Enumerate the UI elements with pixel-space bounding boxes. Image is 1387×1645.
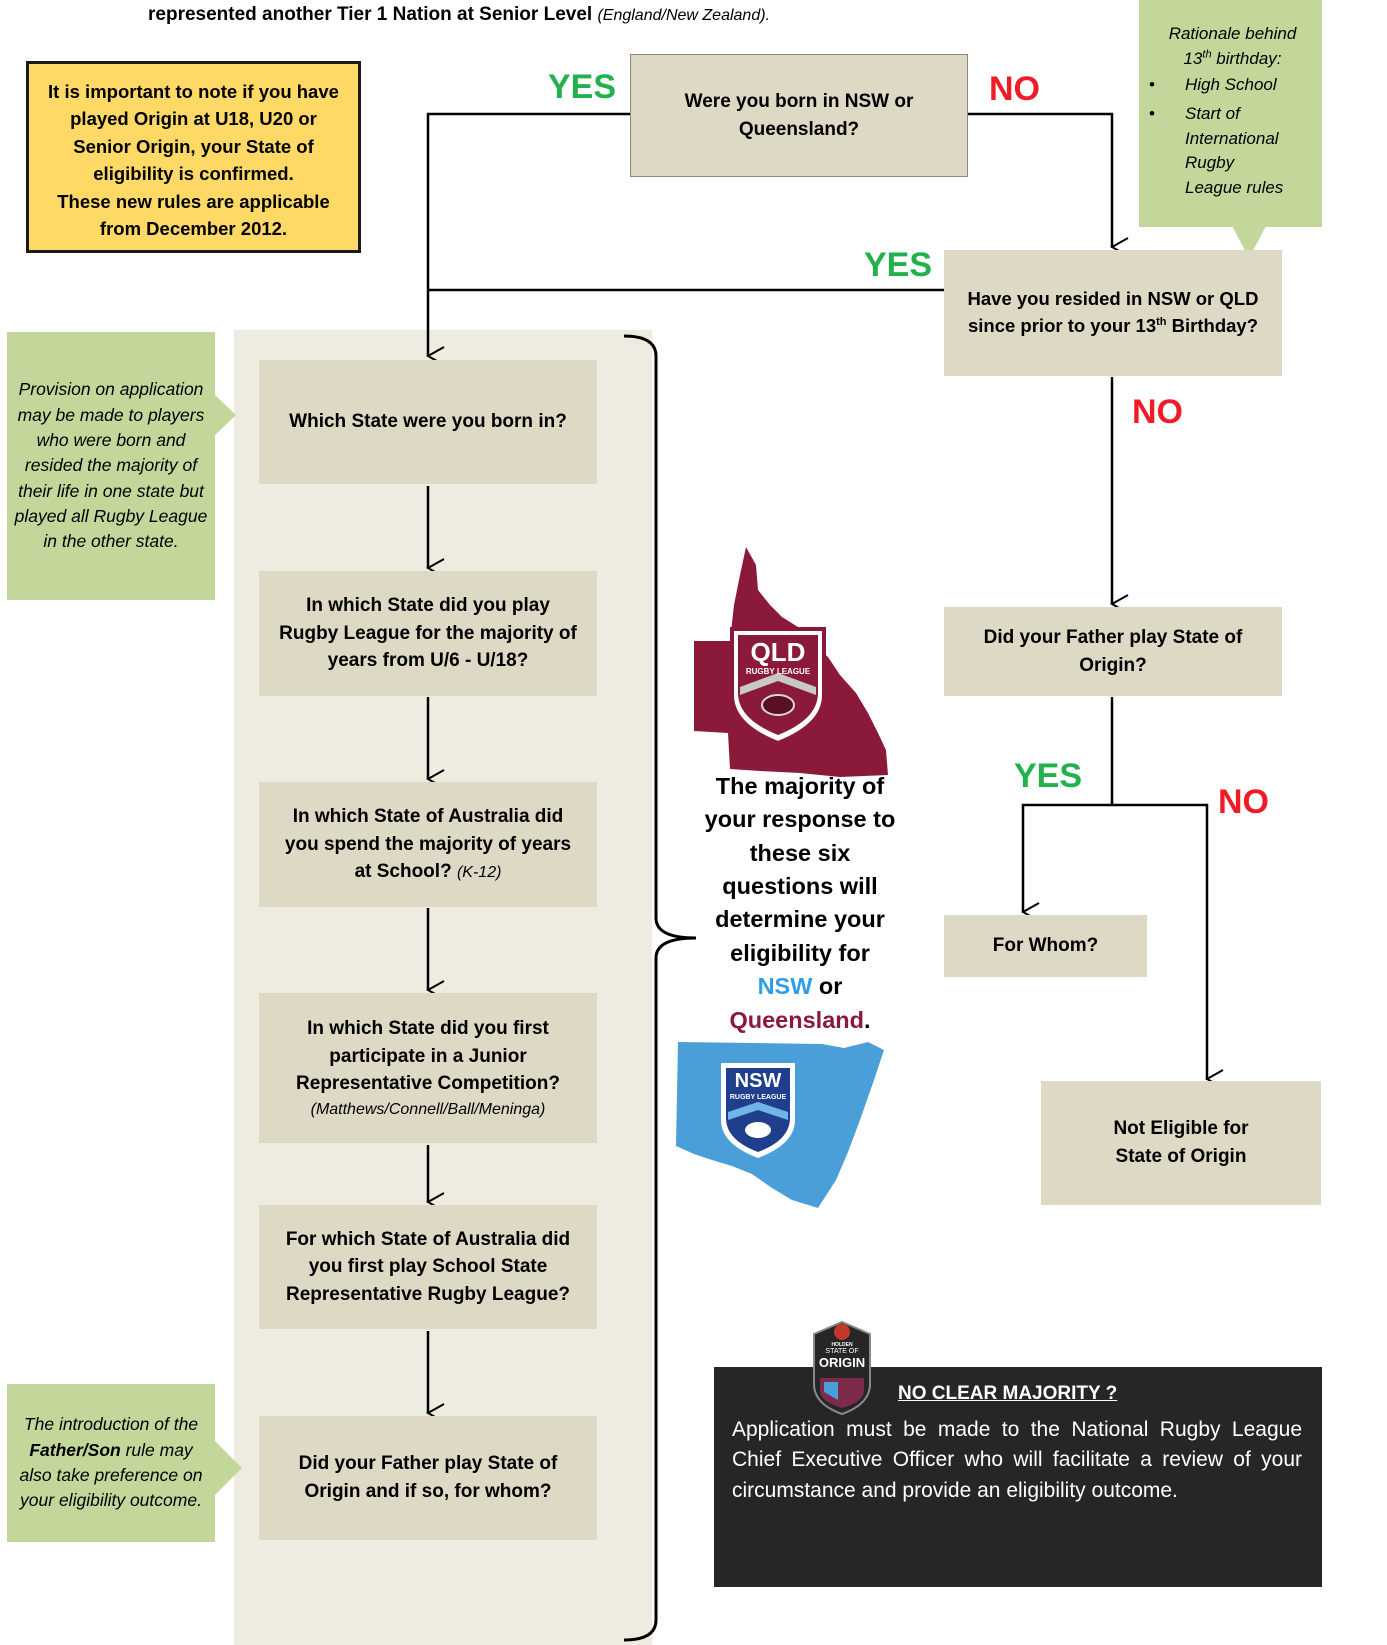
origin-shield-icon — [813, 1320, 871, 1416]
nsw-shield-icon — [721, 1063, 795, 1158]
no-majority-title: NO CLEAR MAJORITY ? — [898, 1383, 1118, 1404]
nsw-logo: NSW RUGBY LEAGUE — [718, 1060, 798, 1160]
label-no-born: NO — [989, 70, 1040, 108]
rationale-item: •High School — [1149, 75, 1277, 95]
label-no-resided: NO — [1132, 393, 1183, 431]
arrow-yes-father — [1023, 803, 1112, 912]
qld-shield-icon — [730, 627, 826, 746]
qld-logo-subtitle: RUGBY LEAGUE — [745, 667, 811, 676]
rationale-note: Rationale behind 13th birthday: •High Sc… — [1139, 0, 1322, 227]
header-main: represented another Tier 1 Nation at Sen… — [148, 4, 593, 25]
arrow-no-father — [1112, 803, 1207, 1079]
state-of-origin-logo: HOLDEN STATE OF ORIGIN — [810, 1320, 874, 1416]
not-eligible-box: Not Eligible for State of Origin — [1041, 1081, 1321, 1205]
question-6-box: Did your Father play State of Origin and… — [259, 1416, 597, 1540]
header-italic: (England/New Zealand). — [597, 7, 770, 24]
origin-logo-line2: STATE OF — [825, 1348, 859, 1355]
question-4-box: In which State did you first participate… — [259, 993, 597, 1143]
rationale-item: •Start of International Rugby League rul… — [1149, 103, 1284, 197]
qld-logo: QLD RUGBY LEAGUE — [728, 625, 828, 746]
label-yes-resided: YES — [864, 246, 933, 284]
qld-logo-title: QLD — [750, 637, 806, 667]
brace — [623, 334, 697, 1642]
rationale-pointer — [1232, 226, 1266, 258]
provision-note: Provision on application may be made to … — [7, 332, 215, 600]
important-note: It is important to note if you have play… — [26, 61, 361, 253]
no-majority-box: NO CLEAR MAJORITY ? Application must be … — [714, 1367, 1322, 1587]
father-son-text: The introduction of the Father/Son rule … — [19, 1414, 203, 1511]
question-3-text: In which State of Australia did you spen… — [284, 806, 572, 883]
question-3-box: In which State of Australia did you spen… — [259, 782, 597, 907]
provision-pointer — [214, 394, 236, 436]
important-note-line1: It is important to note if you have play… — [48, 81, 339, 185]
question-5-box: For which State of Australia did you fir… — [259, 1205, 597, 1329]
resided-box: Have you resided in NSW or QLD since pri… — [944, 250, 1282, 376]
label-yes-born: YES — [548, 68, 617, 106]
queensland-word: Queensland — [729, 1006, 864, 1033]
born-nsw-qld-box: Were you born in NSW or Queensland? — [630, 54, 968, 177]
question-1-box: Which State were you born in? — [259, 360, 597, 484]
fatherson-pointer — [214, 1440, 242, 1496]
nsw-logo-title: NSW — [734, 1070, 782, 1092]
rationale-title: Rationale behind 13th birthday: — [1168, 24, 1297, 68]
important-note-line2: These new rules are applicable from Dece… — [57, 190, 330, 239]
arrow-no-born — [968, 112, 1112, 247]
resided-text: Have you resided in NSW or QLD since pri… — [967, 288, 1259, 336]
header-text: represented another Tier 1 Nation at Sen… — [148, 4, 770, 26]
origin-logo-line1: HOLDEN — [831, 1342, 853, 1348]
origin-logo-line3: ORIGIN — [818, 1355, 866, 1370]
majority-text: The majority of your response to these s… — [704, 773, 896, 1033]
for-whom-box: For Whom? — [944, 915, 1147, 977]
label-no-father: NO — [1218, 783, 1269, 821]
father-played-box: Did your Father play State of Origin? — [944, 607, 1282, 696]
nsw-word: NSW — [757, 973, 813, 1000]
no-majority-text: Application must be made to the National… — [732, 1418, 1302, 1502]
label-yes-father: YES — [1014, 757, 1083, 795]
question-2-box: In which State did you play Rugby League… — [259, 571, 597, 696]
nsw-logo-subtitle: RUGBY LEAGUE — [729, 1094, 787, 1101]
father-son-note: The introduction of the Father/Son rule … — [7, 1384, 215, 1542]
arrow-yes-born — [428, 112, 630, 356]
